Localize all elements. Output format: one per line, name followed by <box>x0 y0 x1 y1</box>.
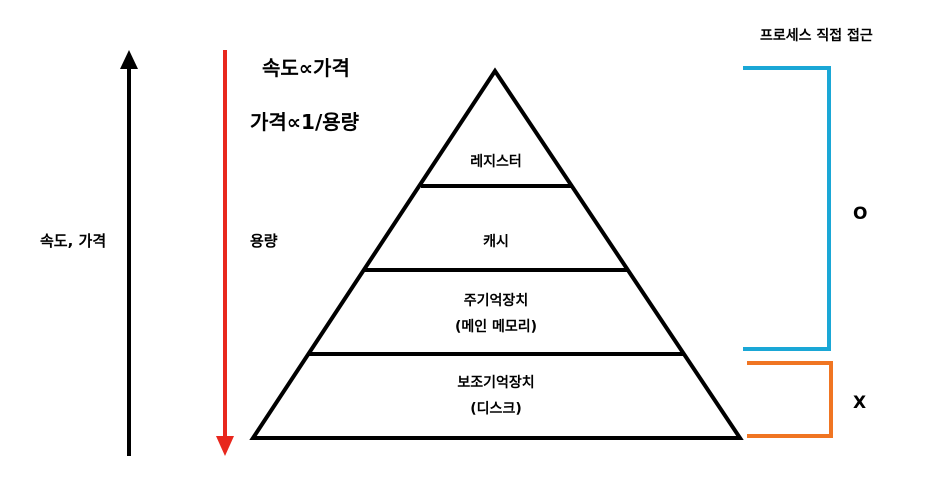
capacity-label: 용량 <box>250 232 278 250</box>
no-direct-access-bracket <box>747 361 833 438</box>
speed-price-arrow <box>120 50 138 456</box>
level-cache-label: 캐시 <box>483 234 509 250</box>
price-capacity-relation: 가격∝1/용량 <box>250 110 360 134</box>
direct-access-mark: O <box>853 204 867 224</box>
direct-access-title: 프로세스 직접 접근 <box>760 27 873 44</box>
memory-pyramid: 레지스터 캐시 주기억장치 (메인 메모리) 보조기억장치 (디스크) <box>249 67 744 440</box>
speed-price-relation: 속도∝가격 <box>262 56 350 80</box>
level-main-memory-sublabel: (메인 메모리) <box>455 318 537 335</box>
level-register-label: 레지스터 <box>470 154 522 170</box>
capacity-arrowhead <box>216 436 234 456</box>
direct-access-bracket <box>743 66 831 351</box>
level-main-memory-label: 주기억장치 <box>464 292 528 309</box>
capacity-arrow <box>216 50 234 456</box>
level-secondary-storage-label: 보조기억장치 <box>457 374 534 391</box>
level-secondary-storage-sublabel: (디스크) <box>470 401 521 417</box>
pyramid-outline <box>249 67 744 440</box>
no-direct-access-mark: X <box>853 393 866 413</box>
speed-price-label: 속도, 가격 <box>40 232 106 250</box>
speed-price-arrowhead <box>120 50 138 69</box>
